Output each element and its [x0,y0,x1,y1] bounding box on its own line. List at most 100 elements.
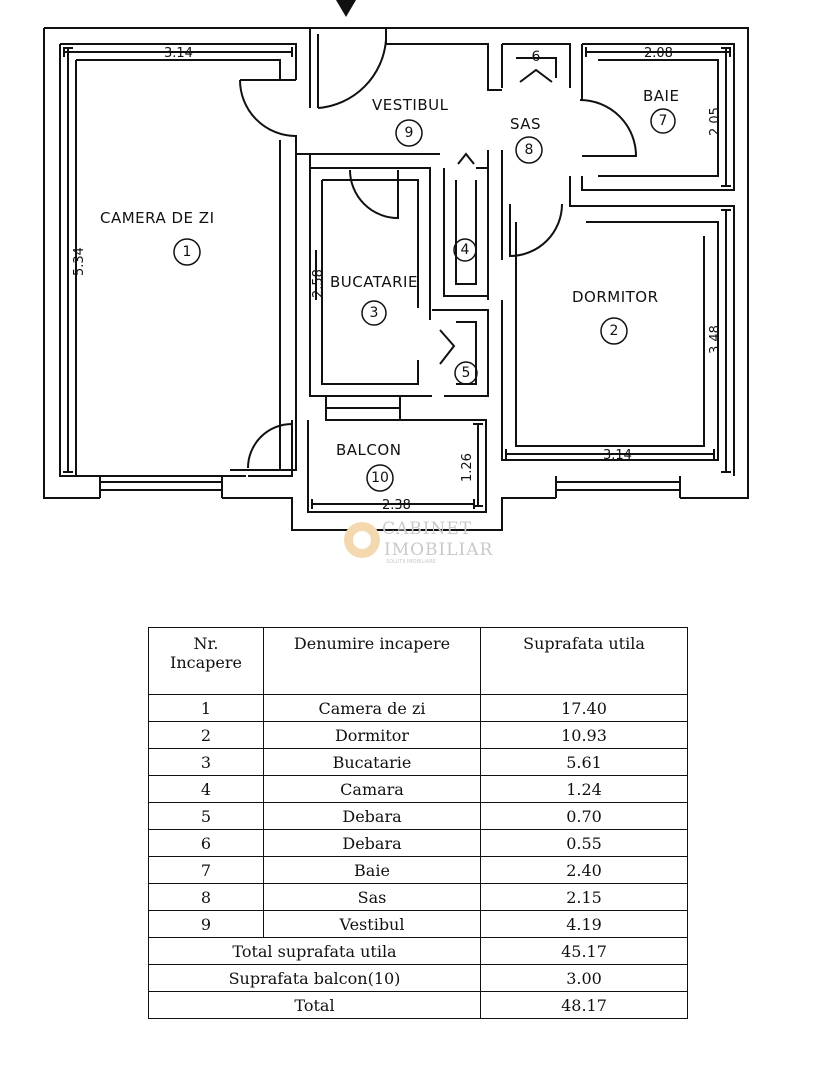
cell-name: Bucatarie [263,748,481,776]
cell-area: 0.55 [480,829,688,857]
watermark-logo: CABINET IMOBILIAR SOLUTII IMOBILIARE [344,519,493,565]
dim-line-balcon-width [311,499,475,509]
cell-area: 0.70 [480,802,688,830]
table-row: 6 Debara 0.55 [148,829,688,857]
room-number-circle-5 [454,361,478,385]
door-camera [239,79,297,140]
cell-name: Dormitor [263,721,481,749]
room-label-bucatarie: BUCATARIE [330,273,418,291]
watermark-small: SOLUTII IMOBILIARE [386,559,436,565]
room-label-vestibul: VESTIBUL [372,96,449,114]
grand-total-value: 48.17 [480,991,688,1019]
door-bucatarie [349,169,399,220]
camara-4-wall [443,167,489,297]
camera-de-zi-wall [76,59,281,80]
floor-plan: CAMERA DE ZI VESTIBUL SAS BAIE BUCATARIE… [43,0,749,565]
debara-6-wall [501,43,571,88]
dim-baie-width: 2.08 [644,46,673,61]
entrance-arrow-icon [336,0,356,17]
room-label-baie: BAIE [643,87,679,105]
cell-area: 4.19 [480,910,688,938]
cell-nr: 7 [148,856,264,884]
watermark-line1: CABINET [382,519,472,539]
dim-balcon-height: 1.26 [460,453,475,482]
cell-area: 2.40 [480,856,688,884]
dim-line-dormitor-height [721,209,731,473]
cell-name: Debara [263,802,481,830]
cell-nr: 1 [148,694,264,722]
cell-nr: 2 [148,721,264,749]
room-number-3: 3 [370,305,379,321]
table-row: 3 Bucatarie 5.61 [148,748,688,776]
total-label: Total suprafata utila [148,937,481,965]
dim-line-dormitor-width [505,449,715,459]
cell-nr: 4 [148,775,264,803]
door-entrance [317,34,387,109]
table-row: 5 Debara 0.70 [148,802,688,830]
cell-nr: 6 [148,829,264,857]
table-row: 9 Vestibul 4.19 [148,910,688,938]
room-number-circle-2 [600,317,628,345]
window-camera [99,476,223,498]
area-table: Nr. Incapere Denumire incapere Suprafata… [148,627,688,1019]
room-number-circle-4 [453,238,477,262]
header-nr-line2: Incapere [170,653,242,672]
total-value: 45.17 [480,937,688,965]
cell-nr: 9 [148,910,264,938]
cell-area: 1.24 [480,775,688,803]
room-number-5: 5 [462,365,471,381]
balcony-row: Suprafata balcon(10) 3.00 [148,964,688,992]
bucatarie-wall [309,167,432,397]
door-camara [457,152,475,165]
dim-bucatarie-height: 2.58 [311,269,326,298]
cell-name: Vestibul [263,910,481,938]
room-number-circle-10 [366,464,394,492]
balcon-wall [248,396,487,513]
header-nr: Nr. Incapere [148,627,264,695]
table-row: 1 Camera de zi 17.40 [148,694,688,722]
door-debara-5 [439,329,456,365]
door-debara-6 [519,68,553,83]
room-label-dormitor: DORMITOR [572,288,659,306]
cell-area: 17.40 [480,694,688,722]
door-baie [579,99,638,157]
dim-baie-height: 2.05 [708,107,723,136]
dormitor-wall [501,221,719,461]
room-number-circle-9 [395,119,423,147]
room-number-circle-1 [173,238,201,266]
room-number-2: 2 [610,323,619,339]
sas-wall [487,150,735,476]
cell-name: Baie [263,856,481,884]
dim-dormitor-height: 3.48 [708,325,723,354]
cell-area: 10.93 [480,721,688,749]
door-balcon [247,423,293,469]
room-number-circle-8 [515,136,543,164]
inner-outline [59,43,297,477]
table-row: 8 Sas 2.15 [148,883,688,911]
balcony-label: Suprafata balcon(10) [148,964,481,992]
cell-area: 5.61 [480,748,688,776]
room-number-circle-3 [361,300,387,326]
room-label-camera-de-zi: CAMERA DE ZI [100,209,215,227]
door-sas-dormitor [509,203,563,258]
dim-dormitor-width: 3.14 [603,448,632,463]
room-number-circle-7 [650,108,676,134]
outer-wall [43,27,749,531]
cell-name: Debara [263,829,481,857]
room-number-1: 1 [183,244,192,260]
dim-camera-width: 3.14 [164,46,193,61]
room-number-8: 8 [525,142,534,158]
cell-name: Camera de zi [263,694,481,722]
dim-line-camera-height [63,47,73,473]
table-row: 2 Dormitor 10.93 [148,721,688,749]
grand-total-label: Total [148,991,481,1019]
total-row: Total suprafata utila 45.17 [148,937,688,965]
header-area: Suprafata utila [480,627,688,695]
grand-total-row: Total 48.17 [148,991,688,1019]
dim-camera-height: 5.34 [72,247,87,276]
dim-balcon-width: 2.38 [382,498,411,513]
vestibul-wall [309,28,502,91]
room-number-6: 6 [532,49,541,65]
header-name: Denumire incapere [263,627,481,695]
room-label-sas: SAS [510,115,541,133]
